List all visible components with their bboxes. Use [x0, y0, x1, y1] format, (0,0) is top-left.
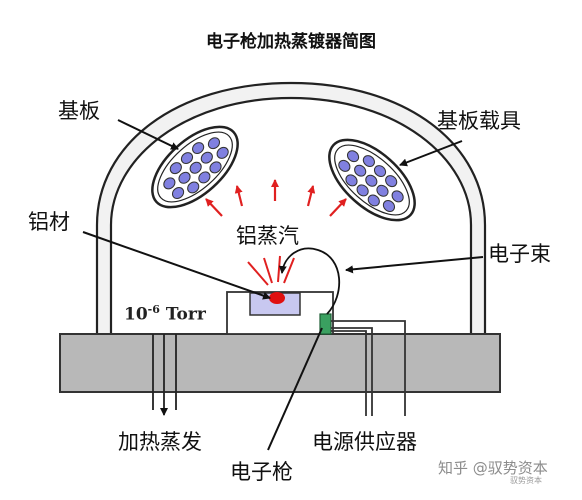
leader-arrows: [82, 119, 484, 451]
label-substrate-holder: 基板载具: [437, 109, 521, 133]
wafer-dot: [346, 150, 360, 163]
wafer-dot: [207, 137, 221, 150]
pressure-label: 10-6 Torr: [124, 304, 206, 324]
wafer-dot: [171, 187, 185, 199]
wafer-dot: [180, 152, 194, 165]
pressure-base: 10: [124, 304, 148, 325]
watermark-small: 驭势资本: [510, 476, 542, 485]
leader-electron-beam: [345, 256, 484, 274]
power-supply-leads: [331, 320, 406, 416]
vapor-arrow: [205, 198, 223, 217]
diagram-title: 电子枪加热蒸镀器简图: [206, 32, 376, 52]
leader-aluminum: [82, 231, 271, 300]
wafer-dot: [200, 151, 213, 164]
label-electron-beam: 电子束: [488, 242, 551, 266]
vapor-arrow: [306, 185, 316, 207]
wafer-dot: [216, 146, 229, 159]
wafer-dot: [356, 184, 369, 197]
leader-electron-gun: [267, 327, 323, 451]
wafer-dot: [169, 162, 182, 175]
wafer-dot: [373, 165, 387, 178]
label-aluminum-vapor: 铝蒸汽: [236, 224, 299, 248]
label-heat-evaporation: 加热蒸发: [118, 430, 202, 454]
wafer-dot: [198, 171, 211, 184]
electron-beam-path: [278, 247, 340, 315]
leader-substrate: [117, 119, 179, 150]
wafer-dot: [192, 142, 205, 155]
wafer-dot: [209, 161, 222, 174]
substrate-holder-left: [151, 125, 239, 209]
vapor-arrow: [329, 198, 347, 217]
aluminum-melt: [269, 292, 285, 304]
vapor-arrows: [205, 179, 347, 217]
label-power-supply: 电源供应器: [312, 430, 417, 454]
leader-substrate-holder: [399, 140, 463, 167]
electron-gun-body: [319, 313, 332, 335]
substrate-holder-right: [328, 138, 416, 222]
watermark-text: 知乎 @驭势资本: [438, 459, 548, 477]
pressure-exponent: -6: [147, 303, 160, 316]
wafer-dot: [163, 177, 176, 190]
wafer-dot: [338, 159, 351, 172]
wafer-dot: [365, 174, 378, 187]
wafer-dot: [385, 175, 398, 188]
label-aluminum-material: 铝材: [28, 210, 70, 234]
base-plate: [59, 333, 501, 393]
wafer-dot: [376, 184, 389, 197]
vapor-arrow: [234, 185, 244, 207]
wafer-dot: [391, 190, 404, 203]
wafer-dot: [367, 194, 380, 207]
wafer-dot: [189, 161, 202, 174]
wafer-dot: [187, 181, 200, 194]
pressure-unit: Torr: [165, 304, 206, 325]
wafer-dot: [354, 164, 367, 177]
wafer-dot: [345, 174, 358, 187]
wafer-dot: [362, 155, 375, 168]
label-electron-gun: 电子枪: [230, 460, 293, 484]
pump-line: [152, 334, 177, 416]
wafer-dot: [178, 171, 191, 184]
wafer-dot: [382, 200, 396, 212]
label-substrate: 基板: [58, 99, 100, 123]
